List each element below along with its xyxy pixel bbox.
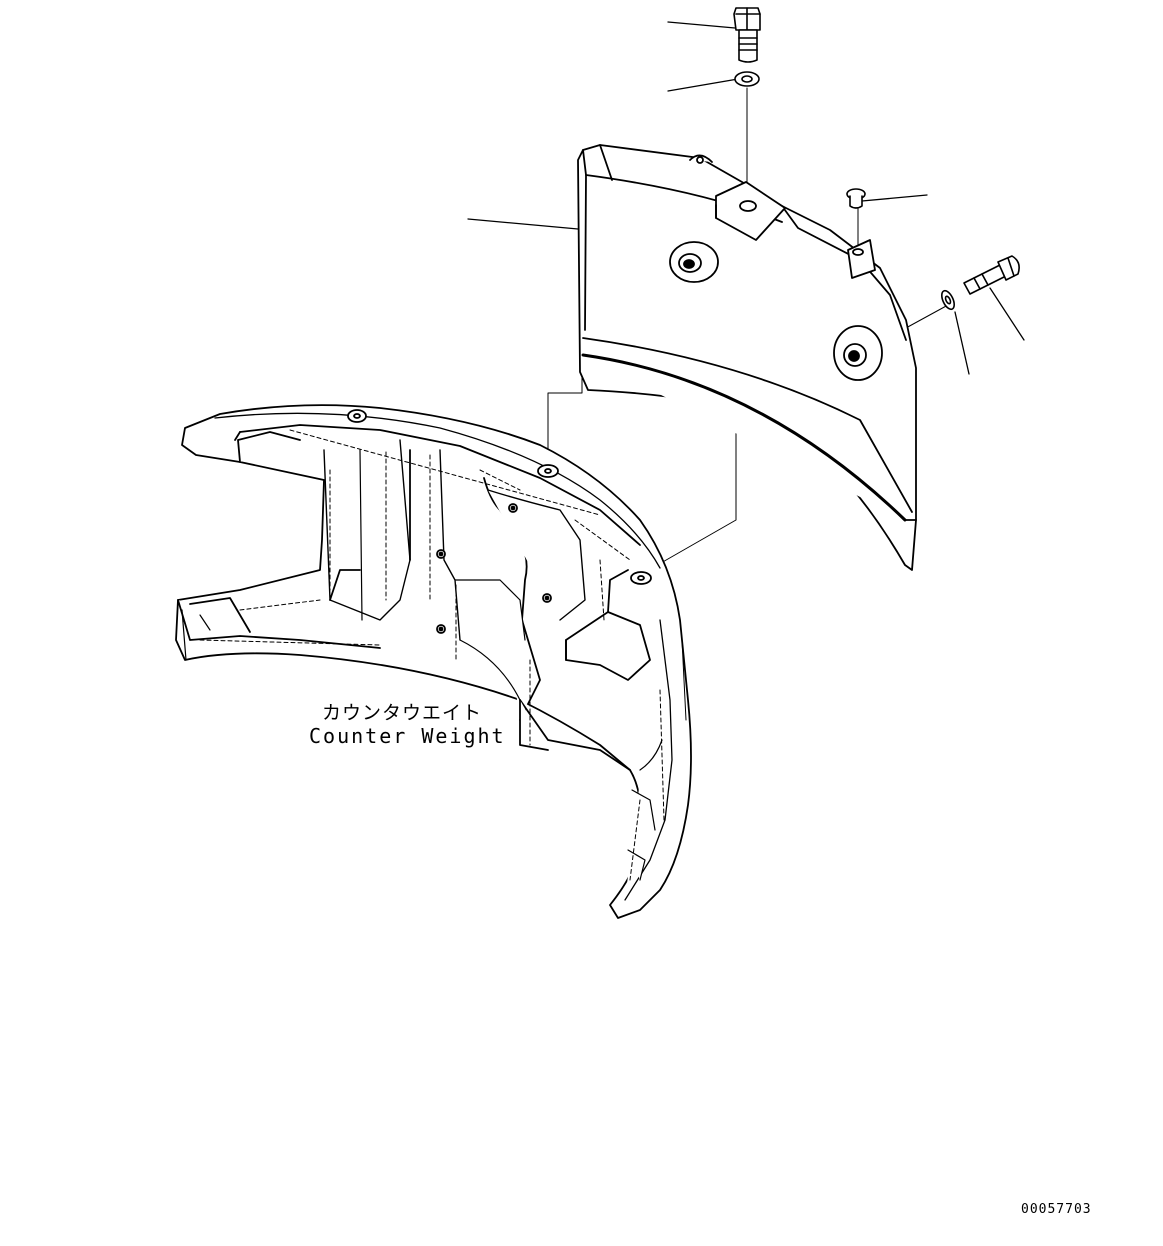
counter-weight-body bbox=[175, 404, 692, 919]
leader-line-plug bbox=[861, 194, 928, 202]
bolt-top bbox=[733, 7, 761, 63]
leader-line-cover bbox=[467, 218, 579, 230]
cover-plate bbox=[577, 144, 917, 571]
part-label-en: Counter Weight bbox=[309, 724, 506, 748]
washer-right bbox=[941, 289, 955, 311]
washer-top bbox=[734, 71, 760, 87]
part-label-jp: カウンタウエイト bbox=[322, 702, 483, 724]
hidden-lines bbox=[199, 429, 665, 881]
drawing-code: 00057703 bbox=[1021, 1202, 1092, 1217]
leader-lines bbox=[467, 21, 1025, 375]
bolt-right bbox=[963, 255, 1020, 295]
leader-line-bolt-top bbox=[667, 21, 736, 29]
leader-line-washer-right bbox=[954, 311, 970, 375]
leader-line-bolt-right bbox=[989, 287, 1025, 341]
leader-line-washer-top bbox=[667, 78, 739, 92]
plug-small bbox=[846, 188, 866, 209]
